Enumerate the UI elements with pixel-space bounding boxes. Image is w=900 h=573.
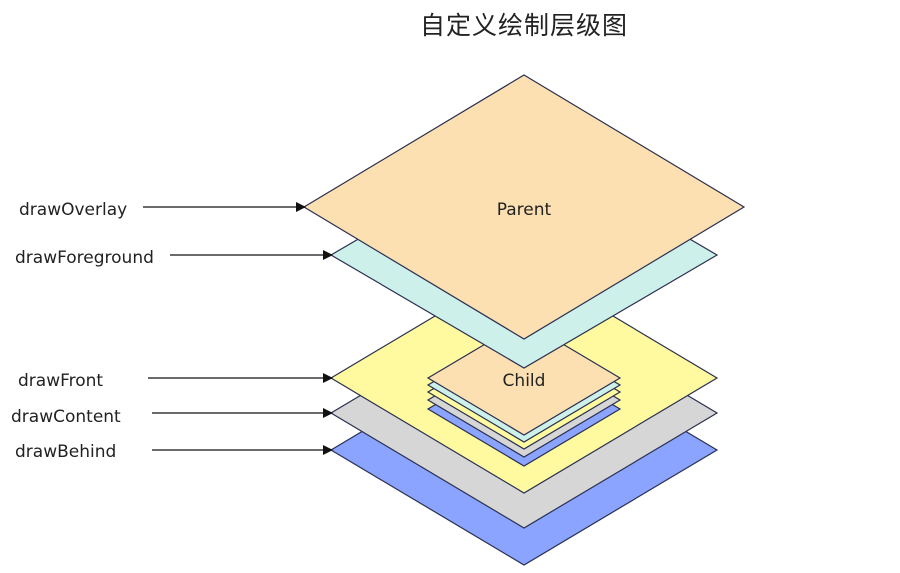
label-draw-content: drawContent: [11, 407, 121, 427]
child-label: Child: [503, 371, 546, 391]
label-draw-behind: drawBehind: [15, 442, 116, 462]
label-draw-foreground: drawForeground: [15, 248, 154, 268]
parent-label: Parent: [497, 200, 552, 220]
parent-overlay-layer: [302, 74, 746, 340]
diagram-title: 自定义绘制层级图: [419, 11, 628, 40]
label-draw-front: drawFront: [18, 371, 103, 391]
label-draw-overlay: drawOverlay: [19, 200, 127, 220]
child-overlay-layer: [426, 320, 622, 436]
